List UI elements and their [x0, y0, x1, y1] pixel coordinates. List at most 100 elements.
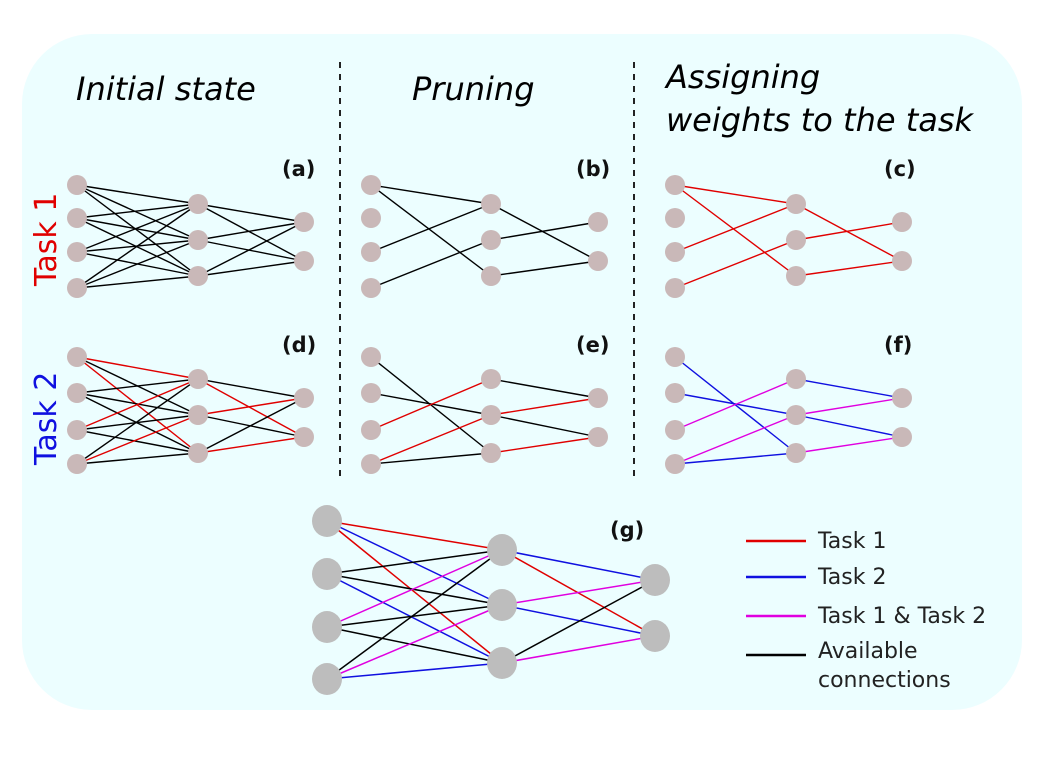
connection-available — [370, 203, 492, 253]
connection-available — [197, 221, 305, 277]
neuron-node — [361, 454, 381, 474]
legend-label-task2: Task 2 — [817, 565, 886, 590]
title-assigning-line2: weights to the task — [666, 101, 975, 139]
connection-task1 — [795, 260, 903, 277]
neuron-node — [892, 427, 912, 447]
connection-both — [501, 579, 656, 606]
neuron-node — [487, 647, 517, 679]
connection-available — [326, 549, 503, 575]
neuron-node — [361, 208, 381, 228]
connection-available — [197, 203, 305, 223]
connection-both — [674, 414, 797, 465]
panel-label-c: (c) — [884, 157, 916, 181]
panel-label-b: (b) — [576, 157, 610, 181]
connection-available — [76, 217, 199, 277]
connection-available — [326, 626, 503, 664]
legend-label-task1: Task 1 — [817, 529, 886, 554]
neuron-node — [588, 251, 608, 271]
connection-available — [490, 378, 599, 399]
connection-task2 — [674, 452, 797, 465]
connection-available — [197, 397, 305, 454]
connection-available — [76, 378, 199, 465]
neuron-node — [67, 420, 87, 440]
connection-available — [76, 378, 199, 394]
network-panel-d — [67, 347, 314, 474]
neuron-node — [188, 369, 208, 389]
neuron-node — [188, 230, 208, 250]
connection-available — [76, 184, 199, 205]
connection-available — [370, 184, 492, 277]
connection-available — [197, 260, 305, 277]
connection-task2 — [795, 414, 903, 438]
neuron-node — [786, 230, 806, 250]
connection-available — [197, 239, 305, 262]
connection-both — [674, 378, 797, 431]
neuron-node — [588, 212, 608, 232]
connection-task2 — [501, 549, 656, 581]
neuron-node — [665, 175, 685, 195]
connection-both — [326, 549, 503, 628]
connection-available — [76, 217, 199, 241]
connection-available — [76, 414, 199, 431]
neuron-node — [487, 534, 517, 566]
background-panel — [22, 34, 1022, 710]
neuron-node — [665, 347, 685, 367]
panel-label-e: (e) — [576, 333, 609, 357]
connection-task1 — [674, 184, 797, 277]
panel-label-f: (f) — [884, 333, 912, 357]
connection-available — [326, 573, 503, 606]
neuron-node — [640, 564, 670, 596]
network-panel-f — [665, 347, 912, 474]
connection-available — [370, 452, 492, 465]
legend: Task 1 Task 2 Task 1 & Task 2 Available … — [746, 529, 986, 693]
connection-task2 — [795, 378, 903, 399]
neuron-node — [361, 420, 381, 440]
connection-task2 — [326, 573, 503, 664]
panel-label-d: (d) — [282, 333, 316, 357]
neuron-node — [665, 278, 685, 298]
connection-task1 — [76, 378, 199, 431]
neuron-node — [665, 208, 685, 228]
neuron-node — [481, 369, 501, 389]
neuron-node — [67, 208, 87, 228]
connection-task1 — [326, 520, 503, 551]
row-label-task2: Task 2 — [29, 372, 64, 466]
neuron-node — [361, 383, 381, 403]
legend-label-both: Task 1 & Task 2 — [817, 604, 986, 629]
connection-task1 — [197, 436, 305, 454]
neuron-node — [786, 405, 806, 425]
connection-task1 — [795, 203, 903, 262]
neuron-node — [665, 242, 685, 262]
connection-available — [76, 203, 199, 253]
neuron-node — [361, 347, 381, 367]
legend-label-available-2: connections — [818, 668, 951, 693]
neuron-node — [361, 242, 381, 262]
neuron-node — [67, 242, 87, 262]
connection-task1 — [197, 378, 305, 438]
connection-task1 — [674, 184, 797, 205]
connection-task1 — [795, 221, 903, 241]
neuron-node — [892, 212, 912, 232]
connection-available — [370, 239, 492, 289]
connection-available — [76, 203, 199, 289]
connection-available — [326, 549, 503, 680]
neuron-node — [188, 405, 208, 425]
neuron-node — [294, 427, 314, 447]
connection-task1 — [490, 436, 599, 454]
connection-task2 — [501, 604, 656, 637]
connection-available — [490, 260, 599, 277]
connection-available — [490, 221, 599, 241]
connection-both — [795, 397, 903, 416]
neuron-node — [294, 212, 314, 232]
connection-task2 — [326, 520, 503, 606]
connection-task1 — [370, 378, 492, 431]
row-label-task1: Task 1 — [29, 193, 64, 287]
neuron-node — [588, 427, 608, 447]
neuron-node — [67, 347, 87, 367]
connection-available — [326, 604, 503, 628]
connection-available — [76, 452, 199, 465]
neuron-node — [67, 383, 87, 403]
neuron-node — [188, 266, 208, 286]
connection-available — [197, 203, 305, 262]
